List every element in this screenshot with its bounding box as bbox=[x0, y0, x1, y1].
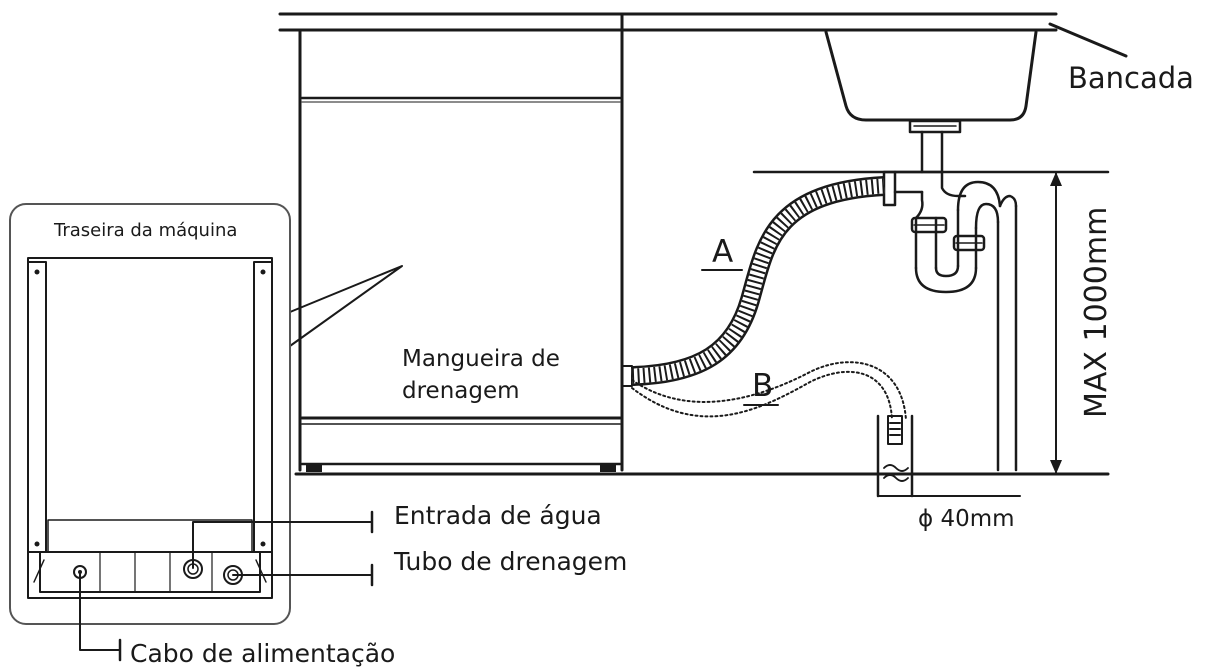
machine-back-label: Traseira da máquina bbox=[53, 220, 237, 241]
power-cable-label: Cabo de alimentação bbox=[130, 639, 395, 668]
drain-pipe-label: Tubo de drenagem bbox=[393, 547, 627, 576]
callout-wedge bbox=[289, 265, 403, 347]
drain-pipe-leader bbox=[232, 563, 374, 587]
hose-a-label: A bbox=[712, 234, 733, 270]
hose-b-label: B bbox=[752, 368, 773, 404]
max-height-dimension bbox=[752, 170, 1110, 475]
sink bbox=[824, 30, 1038, 134]
water-inlet-leader bbox=[192, 510, 374, 569]
drain-hose-a bbox=[631, 176, 885, 386]
dishwasher bbox=[298, 12, 633, 472]
drain-hose-b bbox=[631, 361, 907, 421]
power-cable-leader bbox=[79, 571, 122, 662]
machine-back-panel bbox=[9, 203, 291, 625]
water-inlet-label: Entrada de água bbox=[394, 501, 602, 530]
countertop-label: Bancada bbox=[1068, 61, 1194, 95]
drain-hose-label: Mangueira de drenagem bbox=[402, 346, 567, 404]
diameter-label: ϕ 40mm bbox=[918, 506, 1015, 532]
standpipe bbox=[876, 414, 1021, 498]
sink-trap bbox=[882, 130, 1018, 472]
max-height-label: MAX 1000mm bbox=[1079, 207, 1114, 418]
countertop bbox=[278, 12, 1128, 58]
